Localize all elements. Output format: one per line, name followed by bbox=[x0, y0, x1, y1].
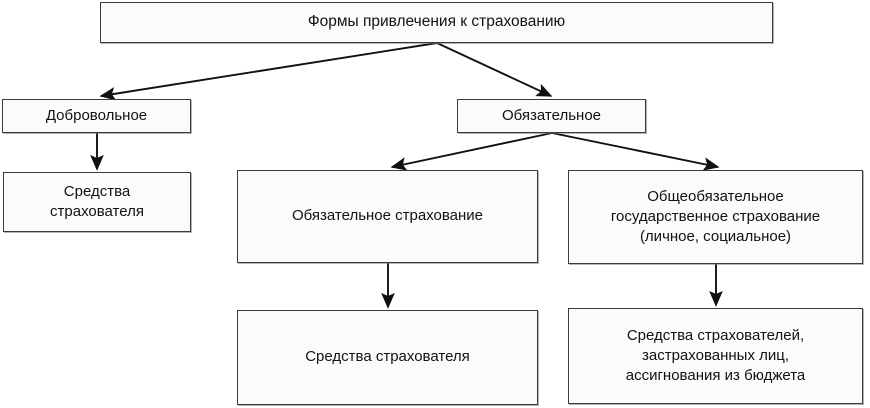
edge-root-to-mandatory bbox=[436, 42, 553, 97]
node-voluntary-label: Добровольное bbox=[45, 106, 148, 124]
node-state-insurance[interactable]: Общеобязательное государственное страхов… bbox=[568, 170, 863, 264]
node-voluntary-funds[interactable]: Средства страхователя bbox=[3, 172, 191, 232]
node-state-funds-label: Средства страхователей, застрахованных л… bbox=[625, 326, 806, 385]
node-mandatory-label: Обязательное bbox=[501, 106, 602, 124]
node-voluntary[interactable]: Добровольное bbox=[2, 99, 191, 133]
node-mandatory[interactable]: Обязательное bbox=[457, 99, 646, 133]
edge-root-to-voluntary bbox=[99, 42, 438, 101]
node-state-insurance-label: Общеобязательное государственное страхов… bbox=[610, 187, 821, 246]
node-mandatory-funds[interactable]: Средства страхователя bbox=[237, 310, 538, 405]
node-mandatory-insurance[interactable]: Обязательное страхование bbox=[237, 170, 538, 263]
edge-mandatory-to-mandatory-insurance bbox=[390, 132, 553, 171]
node-mandatory-funds-label: Средства страхователя bbox=[305, 348, 470, 366]
node-voluntary-funds-label: Средства страхователя bbox=[50, 182, 144, 220]
node-root[interactable]: Формы привлечения к страхованию bbox=[100, 2, 773, 43]
node-root-label: Формы привлечения к страхованию bbox=[307, 13, 566, 31]
node-mandatory-insurance-label: Обязательное страхование bbox=[291, 207, 484, 225]
edge-mandatory-to-state-insurance bbox=[551, 132, 720, 171]
node-state-funds[interactable]: Средства страхователей, застрахованных л… bbox=[568, 308, 863, 404]
